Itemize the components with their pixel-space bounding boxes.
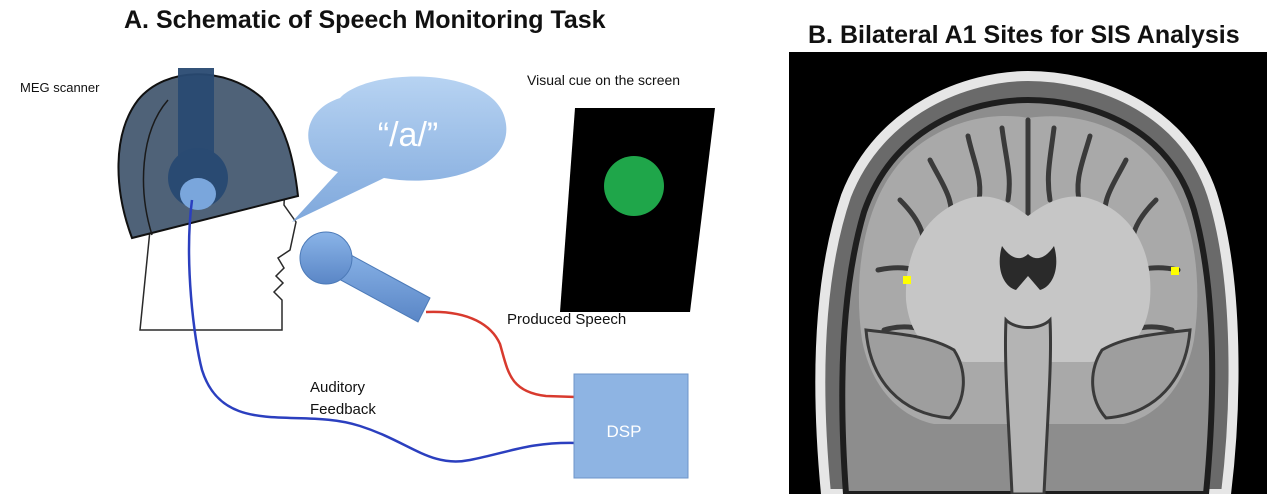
auditory-feedback-label-line2: Feedback	[310, 401, 376, 418]
scalp-outline	[815, 70, 1239, 494]
temporal-lobe-left	[864, 328, 965, 420]
a1-marker-right	[1171, 267, 1179, 275]
white-matter	[905, 196, 1151, 362]
ventricles	[999, 246, 1057, 290]
mri-background	[789, 52, 1267, 494]
dsp-box	[573, 373, 689, 479]
produced-speech-wire	[425, 310, 577, 399]
visual-cue-label: Visual cue on the screen	[527, 72, 681, 88]
brainstem	[1003, 316, 1053, 494]
visual-cue-dot	[604, 156, 664, 216]
brain-tissue	[858, 115, 1198, 424]
temporal-lobe-right	[1091, 328, 1192, 420]
headphone-band	[178, 68, 214, 174]
speech-task-schematic: “/a/” DSP	[117, 68, 715, 479]
speech-bubble	[292, 76, 507, 222]
sulci	[875, 117, 1181, 349]
auditory-feedback-wire	[187, 199, 577, 463]
auditory-feedback-label-line1: Auditory	[310, 379, 366, 396]
produced-speech-label: Produced Speech	[507, 311, 627, 328]
helmet-seam	[142, 99, 169, 236]
ear	[180, 178, 216, 210]
panel-b-title: B. Bilateral A1 Sites for SIS Analysis	[808, 21, 1240, 49]
a1-marker-left	[903, 276, 911, 284]
panel-a-title: A. Schematic of Speech Monitoring Task	[124, 6, 606, 34]
microphone-head	[299, 231, 353, 285]
skull-inner	[839, 96, 1216, 494]
dsp-label: DSP	[607, 422, 642, 441]
speech-bubble-text: “/a/”	[378, 116, 438, 154]
meg-scanner-label: MEG scanner	[20, 80, 100, 95]
